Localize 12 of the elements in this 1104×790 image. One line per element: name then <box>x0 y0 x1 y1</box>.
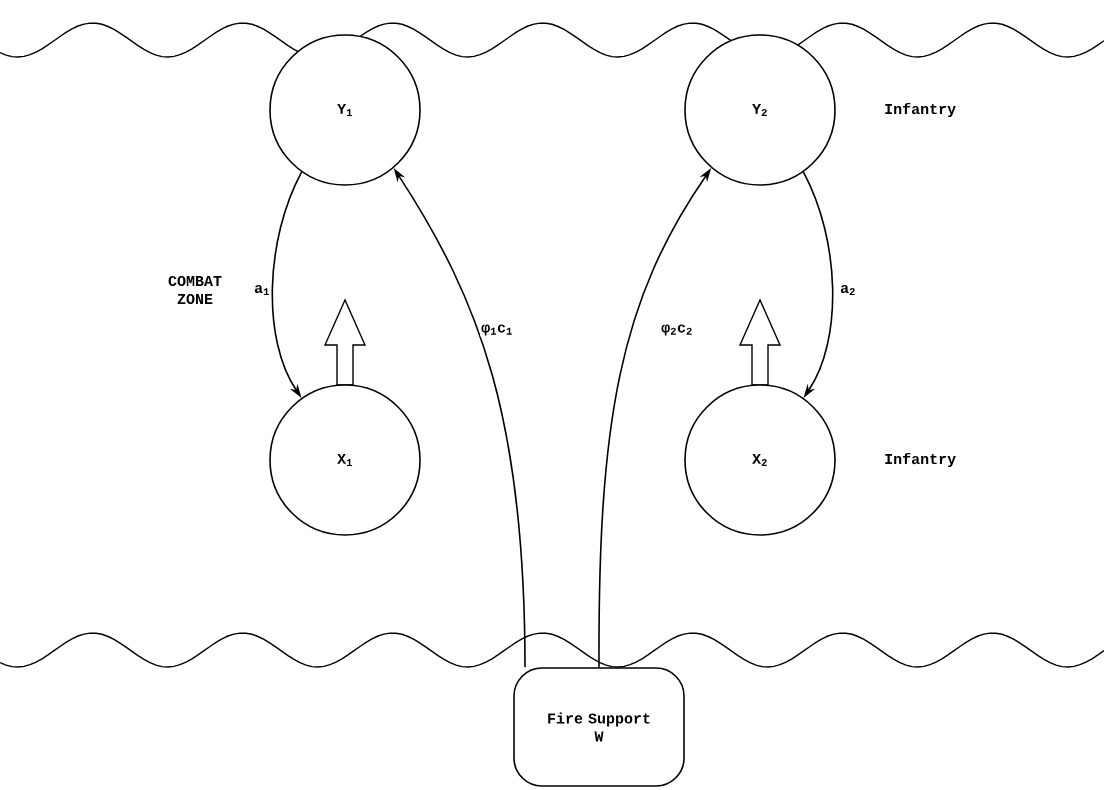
edge-label: a$_{2}$ <box>839 283 857 297</box>
zone-label: COMBAT ZONE <box>168 275 222 305</box>
circle-node: X$_{1}$ <box>269 384 421 536</box>
side-label: Infantry <box>885 452 956 468</box>
edge-label: a$_{1}$ <box>253 283 271 297</box>
process-box: Fire Support W <box>513 667 685 787</box>
side-label: Infantry <box>885 102 956 118</box>
circle-node: X$_{2}$ <box>684 384 836 536</box>
circle-node: Y$_{1}$ <box>269 34 421 186</box>
edge-label: φ$_{1}$c$_{1}$ <box>480 323 514 337</box>
edge-label: φ$_{2}$c$_{2}$ <box>660 323 694 337</box>
circle-node: Y$_{2}$ <box>684 34 836 186</box>
